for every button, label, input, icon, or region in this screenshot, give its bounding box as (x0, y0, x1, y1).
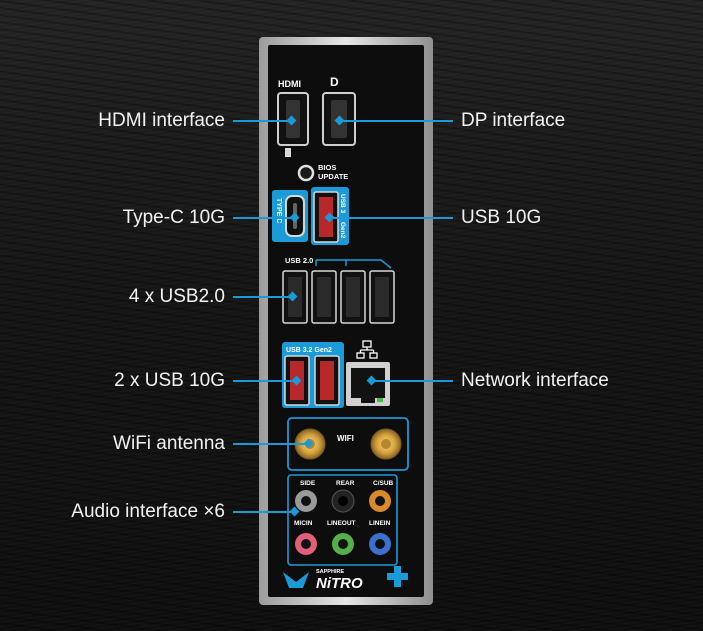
audio-label: Audio interface ×6 (71, 501, 225, 522)
usb3-tag: USB 3 (339, 194, 346, 214)
usb32-tag: USB 3.2 Gen2 (286, 347, 332, 354)
usb20-tag: USB 2.0 (285, 256, 313, 265)
rj45-clip (361, 398, 375, 403)
dp-label: DP interface (461, 110, 566, 131)
hdmi-label: HDMI interface (98, 110, 225, 131)
usb20-port-insert (317, 277, 331, 317)
audio-lineout-label: LINEOUT (327, 520, 356, 527)
audio-side-label: SIDE (300, 480, 316, 487)
nitro-emblem-icon (283, 572, 309, 588)
audio-linein-label: LINEIN (369, 520, 391, 527)
dp-callout-line (340, 120, 453, 122)
rj45-opening (351, 368, 385, 398)
network-callout-line (372, 380, 453, 382)
usb20-port-insert (375, 277, 389, 317)
audio-box (287, 474, 398, 566)
typec-tag: TYPE C (275, 198, 282, 223)
bios-text-2: UPDATE (318, 172, 348, 181)
bios-text-1: BIOS (318, 163, 336, 172)
usb20-callout-line (233, 296, 293, 298)
typec-callout-line (233, 217, 295, 219)
audio-callout-line (233, 511, 295, 513)
hdmi-logo: HDMI (278, 79, 301, 89)
usb10g-x2-callout-line (233, 380, 297, 382)
usb32-port-insert (320, 361, 334, 400)
typec-label: Type-C 10G (122, 207, 225, 228)
dp-logo: D (330, 75, 339, 89)
rj45-led (377, 398, 383, 402)
brand-plus-icon (387, 566, 408, 587)
wifi-antenna-right-center (381, 439, 391, 449)
usb10g-label: USB 10G (461, 207, 542, 228)
hdmi-callout-line (233, 120, 292, 122)
audio-csub-label: C/SUB (373, 480, 394, 487)
usb10g-callout-line (330, 217, 453, 219)
wifi-callout-line (233, 443, 309, 445)
wifi-label: WiFi antenna (113, 433, 225, 454)
audio-rear-label: REAR (336, 480, 355, 487)
network-label: Network interface (461, 370, 609, 391)
audio-micin-label: MICIN (294, 520, 313, 527)
network-icon (356, 340, 378, 359)
wifi-tag: WIFI (337, 434, 354, 443)
usb20-label: 4 x USB2.0 (128, 286, 225, 307)
hdmi-latch (285, 148, 291, 157)
gen2-tag: Gen2 (339, 222, 346, 239)
usb20-ports (282, 270, 395, 324)
usb10g-x2-label: 2 x USB 10G (114, 370, 225, 391)
brand-small: SAPPHIRE (316, 569, 344, 575)
usb20-bracket (315, 259, 392, 269)
usb20-port-insert (346, 277, 360, 317)
brand-logo: NiTRO (316, 575, 363, 592)
bios-button (297, 164, 315, 182)
